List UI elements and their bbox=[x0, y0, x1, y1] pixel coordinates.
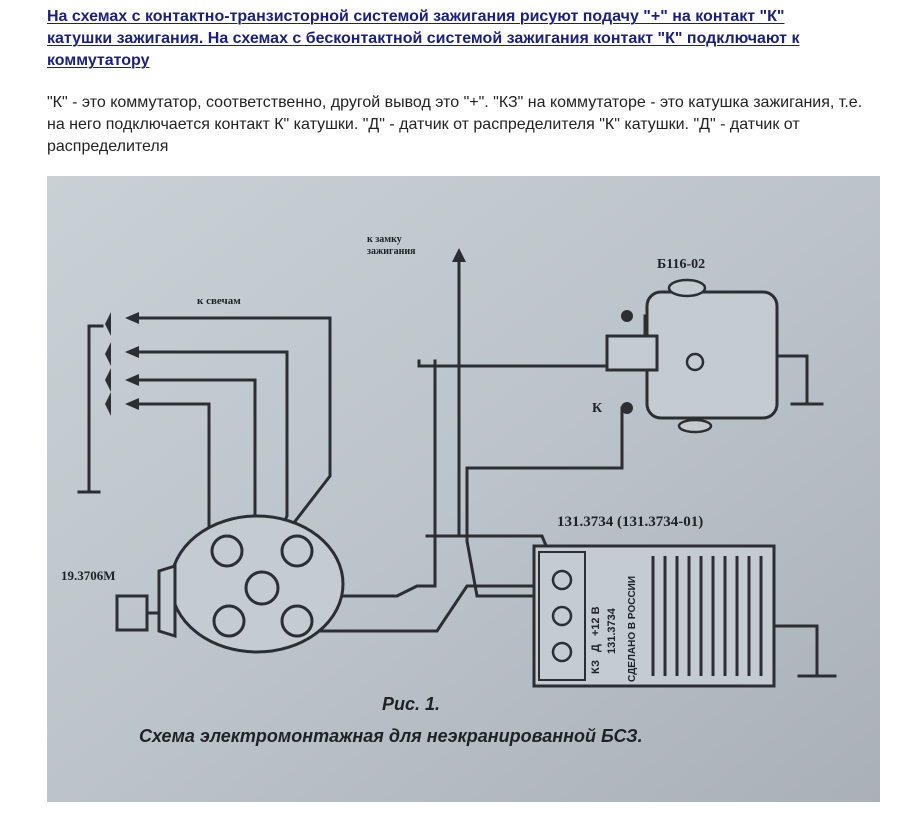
figure-label: Рис. 1. bbox=[382, 694, 440, 714]
label-ignition-lock-1: к замку bbox=[367, 234, 402, 245]
plug-arrows bbox=[105, 248, 466, 416]
page-heading[interactable]: На схемах с контактно-транзисторной сист… bbox=[47, 8, 800, 69]
switch-pin-labels: КЗД+12 В bbox=[590, 606, 602, 674]
ignition-coil bbox=[605, 278, 779, 434]
switch-fins bbox=[651, 556, 763, 676]
label-switch-model: 131.3734 (131.3734-01) bbox=[557, 514, 703, 530]
distributor bbox=[115, 514, 345, 654]
switch-made-in: СДЕЛАНО В РОССИИ bbox=[627, 576, 638, 682]
switch-module bbox=[532, 544, 776, 688]
label-k: К bbox=[592, 401, 603, 416]
figure-caption: Схема электромонтажная для неэкранирован… bbox=[139, 726, 643, 746]
label-ignition-lock-2: зажигания bbox=[367, 246, 416, 257]
wiring-diagram-photo: к замку зажигания к свечам Б116-02 К 131… bbox=[47, 176, 880, 802]
label-coil-model: Б116-02 bbox=[657, 257, 705, 272]
paper-sheet bbox=[47, 176, 880, 802]
label-distributor: 19.3706М bbox=[61, 568, 116, 583]
switch-model-text: 131.3734 bbox=[606, 607, 618, 654]
explanation-paragraph: "К" - это коммутатор, соответственно, др… bbox=[47, 94, 863, 155]
label-to-plugs: к свечам bbox=[197, 295, 241, 307]
